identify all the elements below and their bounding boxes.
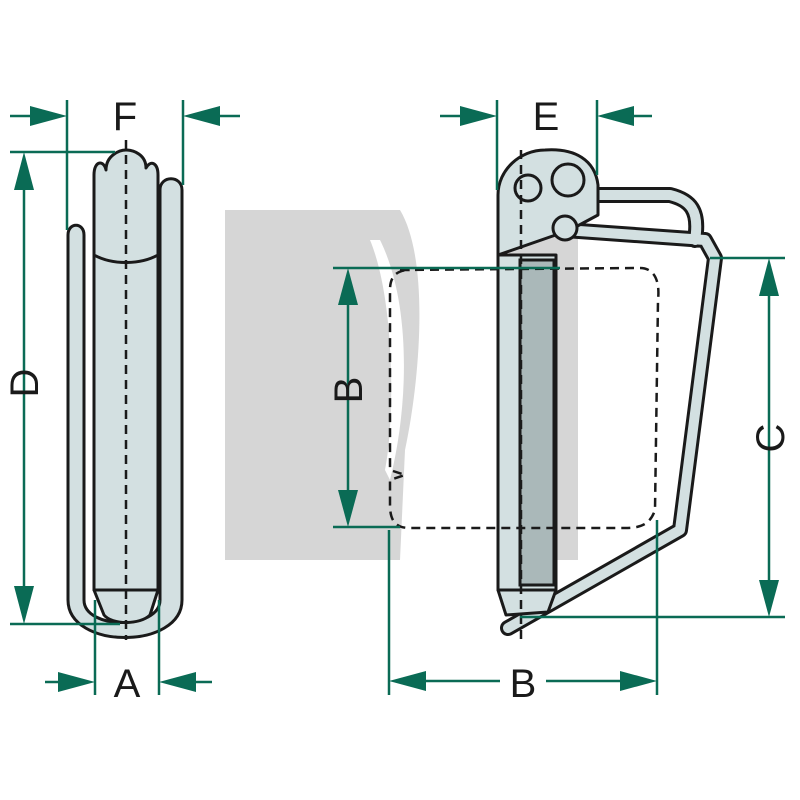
dimension-d (10, 150, 120, 626)
dimension-b-horizontal (387, 520, 659, 695)
dimension-label-f: F (113, 95, 137, 139)
dimension-label-e: E (533, 95, 560, 139)
side-view (388, 148, 723, 640)
dimension-b-vertical (333, 266, 560, 529)
side-pin-tip (496, 588, 558, 617)
dimension-label-a: A (114, 662, 141, 706)
hidden-shaft-outline (388, 266, 660, 530)
dimension-label-d: D (3, 369, 47, 398)
dimension-f (10, 100, 240, 230)
side-pin-shaft-shade (518, 258, 556, 587)
dimension-c (520, 256, 785, 619)
dimension-label-b-horizontal: B (510, 662, 537, 706)
wire-pivot (551, 214, 579, 242)
head-hole-large (550, 162, 586, 198)
dimension-label-c: C (749, 424, 793, 453)
dimension-a (45, 600, 212, 695)
spring-wire-outline (66, 177, 184, 639)
dimension-e (440, 100, 652, 190)
dimension-label-b-vertical: B (327, 377, 371, 404)
front-view (66, 140, 184, 640)
head-hole-small (513, 173, 543, 203)
